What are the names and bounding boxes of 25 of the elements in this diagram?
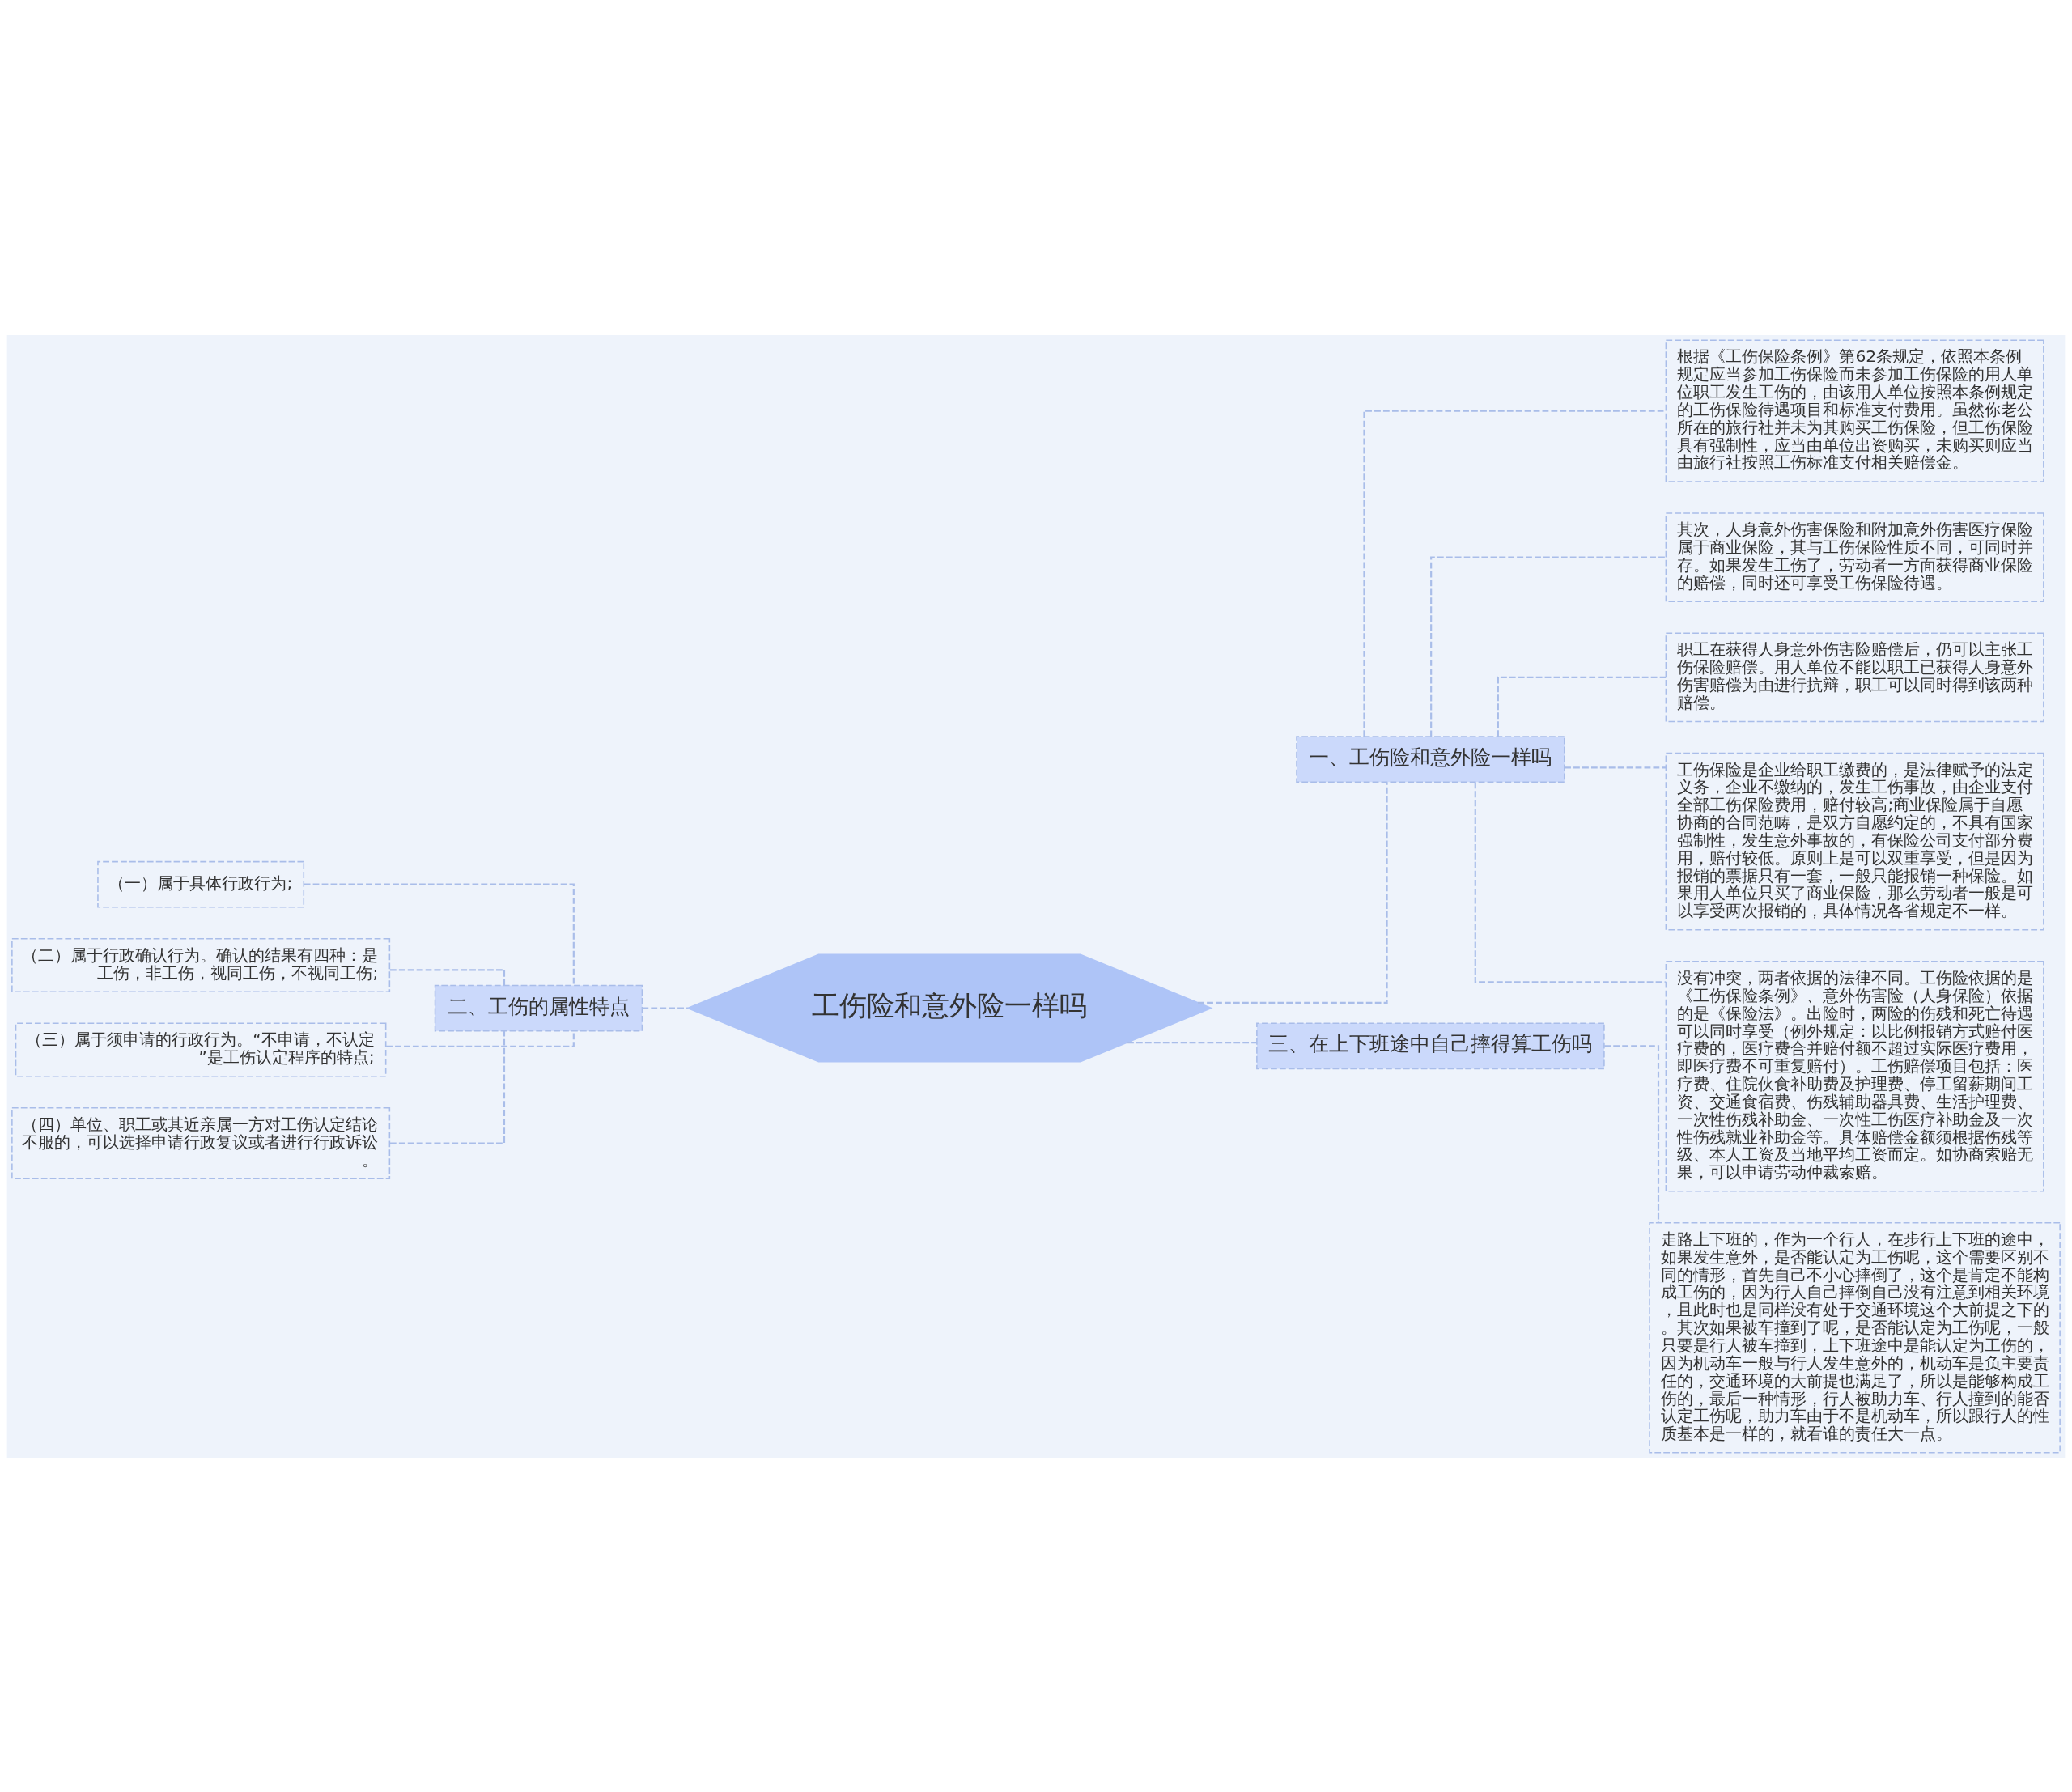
node-box: （三）属于须申请的行政行为。“不申请，不认定”是工伤认定程序的特点; bbox=[15, 1022, 387, 1077]
connector bbox=[642, 1007, 688, 1009]
node-box: 三、在上下班途中自己摔得算工伤吗 bbox=[1256, 1022, 1605, 1069]
connector bbox=[386, 1030, 575, 1047]
node-box: （一）属于具体行政行为; bbox=[97, 860, 305, 908]
node-box: 根据《工伤保险条例》第62条规定，依照本条例规定应当参加工伤保险而未参加工伤保险的用人单位职工发生工伤的，由该用人单位按照本条例规定的工伤保险待遇项目和标准支付费用。虽然你老公所在的旅行社并未为其购买工伤保险，但工伤保险具有强制性，应当由单位出资购买，未购买则应当由旅行社按照工伤标准支付相关赔偿金。 bbox=[1665, 338, 2044, 482]
connector bbox=[1565, 766, 1667, 768]
node-box: （二）属于行政确认行为。确认的结果有四种：是工伤，非工伤，视同工伤，不视同工伤; bbox=[11, 937, 391, 992]
connector bbox=[389, 1030, 506, 1144]
node-box: 其次，人身意外伤害保险和附加意外伤害医疗保险属于商业保险，其与工伤保险性质不同，可同时并存。如果发生工伤了，劳动者一方面获得商业保险的赔偿，同时还可享受工伤保险待遇。 bbox=[1665, 512, 2044, 602]
connector bbox=[1497, 676, 1667, 737]
connector bbox=[1363, 410, 1667, 737]
node-box: 二、工伤的属性特点 bbox=[434, 984, 643, 1031]
connector bbox=[1198, 782, 1388, 1004]
node-box: 工伤保险是企业给职工缴费的，是法律赋予的法定义务，企业不缴纳的，发生工伤事故，由企业支付全部工伤保险费用，赔付较高;商业保险属于自愿协商的合同范畴，是双方自愿约定的，不具有国家强制性，发生意外事故的，有保险公司支付部分费用，赔付较低。原则上是可以双重享受，但是因为报销的票据只有一套，一般只能报销一种保险。如果用人单位只买了商业保险，那么劳动者一般是可以享受两次报销的，具体情况各省规定不一样。 bbox=[1665, 752, 2044, 931]
node-box: 走路上下班的，作为一个行人，在步行上下班的途中，如果发生意外，是否能认定为工伤呢，这个需要区别不同的情形，首先自己不小心摔倒了，这个是肯定不能构成工伤的，因为行人自己摔倒自己没有注意到相关环境，且此时也是同样没有处于交通环境这个大前提之下的。其次如果被车撞到了呢，是否能认定为工伤呢，一般只要是行人被车撞到，上下班途中是能认定为工伤的，因为机动车一般与行人发生意外的，机动车是负主要责任的，交通环境的大前提也满足了，所以是能够构成工伤的，最后一种情形，行人被助力车、行人撞到的能否认定工伤呢，助力车由于不是机动车，所以跟行人的性质基本是一样的，就看谁的责任大一点。 bbox=[1649, 1221, 2061, 1454]
connector bbox=[1604, 1044, 1660, 1222]
connector bbox=[1430, 556, 1667, 737]
connector bbox=[304, 883, 575, 985]
connector bbox=[1474, 782, 1666, 983]
node-box: 没有冲突，两者依据的法律不同。工伤险依据的是《工伤保险条例》、意外伤害险（人身保险）依据的是《保险法》。出险时，两险的伤残和死亡待遇可以同时享受（例外规定：以比例报销方式赔付医疗费的，医疗费合并赔付额不超过实际医疗费用，即医疗费不可重复赔付）。工伤赔偿项目包括：医疗费、住院伙食补助费及护理费、停工留薪期间工资、交通食宿费、伤残辅助器具费、生活护理费、一次性伤残补助金、一次性工伤医疗补助金及一次性伤残就业补助金等。具体赔偿金额须根据伤残等级、本人工资及当地平均工资而定。如协商索赔无果，可以申请劳动仲裁索赔。 bbox=[1665, 960, 2044, 1192]
node-box: 职工在获得人身意外伤害险赔偿后，仍可以主张工伤保险赔偿。用人单位不能以职工已获得人身意外伤害赔偿为由进行抗辩，职工可以同时得到该两种赔偿。 bbox=[1665, 631, 2044, 722]
node-box: （四）单位、职工或其近亲属一方对工伤认定结论不服的，可以选择申请行政复议或者进行行政诉讼。 bbox=[11, 1106, 391, 1179]
connector bbox=[1127, 1041, 1257, 1043]
node-box: 一、工伤险和意外险一样吗 bbox=[1296, 735, 1565, 783]
